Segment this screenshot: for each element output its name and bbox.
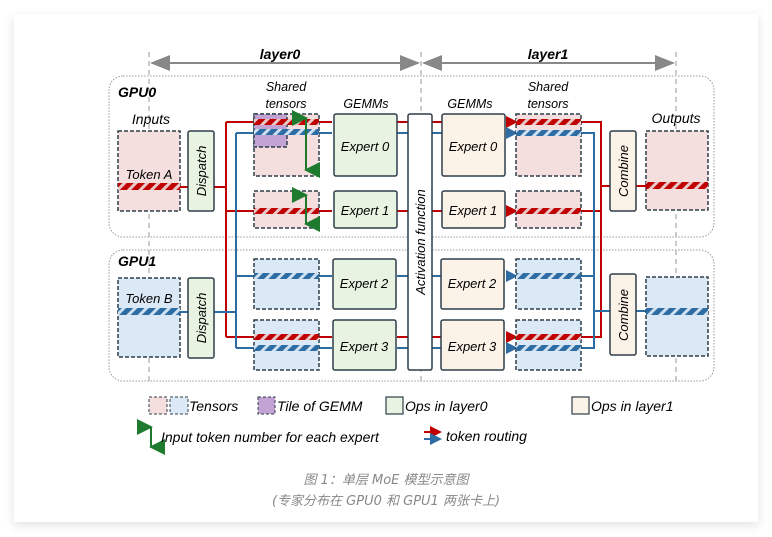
expert-l0-3: Expert 3 <box>332 319 397 371</box>
expert-l1-1: Expert 1 <box>441 190 506 229</box>
expert-l1-3: Expert 3 <box>440 319 505 371</box>
legend-tensors: Tensors <box>189 398 238 414</box>
activation-label: Activation function <box>413 189 428 296</box>
shared-tensors-1-label-1: Shared <box>528 80 569 94</box>
dispatch-label-gpu1: Dispatch <box>194 293 209 344</box>
legend-swatch-tensor-pink <box>148 396 168 415</box>
svg-text:Expert 3: Expert 3 <box>448 339 497 354</box>
legend-swatch-tile <box>257 396 276 415</box>
expert-l0-0: Expert 0 <box>333 113 398 177</box>
shared-tensor-l0-e0 <box>253 110 320 178</box>
combine-op-gpu1: Combine <box>609 273 637 356</box>
svg-text:Expert 0: Expert 0 <box>449 139 498 154</box>
combine-op-gpu0: Combine <box>609 130 637 212</box>
svg-text:Expert 1: Expert 1 <box>449 203 497 218</box>
dispatch-op-gpu1: Dispatch <box>187 277 215 359</box>
gemms-0-label: GEMMs <box>343 97 388 111</box>
activation-function-op: Activation function <box>407 113 433 371</box>
legend-token-number: Input token number for each expert <box>161 429 380 445</box>
expert-l1-0: Expert 0 <box>441 113 506 177</box>
layer1-label: layer1 <box>528 46 569 62</box>
legend-ops-layer0: Ops in layer0 <box>405 398 488 414</box>
gpu0-label: GPU0 <box>118 84 156 100</box>
shared-tensor-l0-e3 <box>253 319 320 371</box>
expert-l0-1: Expert 1 <box>333 190 398 229</box>
combine-label-gpu0: Combine <box>616 145 631 197</box>
svg-text:Expert 1: Expert 1 <box>341 203 389 218</box>
shared-tensors-0-label-2: tensors <box>266 97 307 111</box>
outputs-label: Outputs <box>651 110 700 126</box>
shared-tensor-l1-e1 <box>515 190 582 229</box>
shared-tensor-l1-e2 <box>515 258 582 310</box>
caption-title: 图 1：单层 MoE 模型示意图 <box>303 473 469 488</box>
dispatch-op-gpu0: Dispatch <box>187 130 215 212</box>
inputs-label: Inputs <box>132 111 170 127</box>
shared-tensors-1-label-2: tensors <box>528 97 569 111</box>
legend-swatch-ops-layer1 <box>571 396 590 415</box>
gemms-1-label: GEMMs <box>447 97 492 111</box>
shared-tensor-l1-e3 <box>515 319 582 371</box>
layer0-label: layer0 <box>260 46 301 62</box>
token-a-label: Token A <box>126 167 173 182</box>
expert-l0-2: Expert 2 <box>332 258 397 310</box>
svg-text:Expert 2: Expert 2 <box>340 276 389 291</box>
caption-subtitle: (专家分布在 GPU0 和 GPU1 两张卡上) <box>271 494 501 509</box>
svg-text:Expert 3: Expert 3 <box>340 339 389 354</box>
shared-tensor-l0-e1 <box>253 187 320 232</box>
gpu1-label: GPU1 <box>118 253 156 269</box>
shared-tensor-l1-e0 <box>515 113 582 177</box>
token-b-label: Token B <box>125 291 173 306</box>
legend-routing: token routing <box>446 428 527 444</box>
legend: Tensors Tile of GEMM Ops in layer0 Ops i… <box>137 396 673 455</box>
input-tensor-gpu0: Token A <box>117 130 181 212</box>
combine-label-gpu1: Combine <box>616 289 631 341</box>
svg-text:Expert 0: Expert 0 <box>341 139 390 154</box>
output-tensor-gpu0 <box>645 130 709 211</box>
legend-ops-layer1: Ops in layer1 <box>591 398 673 414</box>
legend-swatch-tensor-blue <box>169 396 189 415</box>
input-tensor-gpu1: Token B <box>117 277 181 358</box>
legend-swatch-ops-layer0 <box>385 396 404 415</box>
dispatch-label-gpu0: Dispatch <box>194 146 209 197</box>
legend-tile: Tile of GEMM <box>277 398 363 414</box>
expert-l1-2: Expert 2 <box>440 258 505 310</box>
shared-tensors-0-label-1: Shared <box>266 80 307 94</box>
svg-text:Expert 2: Expert 2 <box>448 276 497 291</box>
output-tensor-gpu1 <box>645 276 709 357</box>
shared-tensor-l0-e2 <box>253 258 320 310</box>
